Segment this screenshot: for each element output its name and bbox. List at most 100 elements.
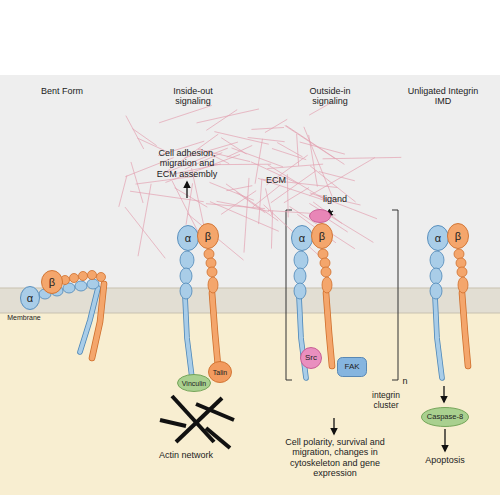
beta-domain <box>208 277 218 293</box>
beta-tail <box>326 293 332 366</box>
ecm-fibre <box>300 142 345 154</box>
beta-domain <box>321 267 331 277</box>
cytoplasm <box>0 312 500 495</box>
ecm-fibre <box>210 202 279 232</box>
alpha-head: α <box>20 286 40 310</box>
beta-head: β <box>311 223 333 249</box>
column-heading: Outside-in signaling <box>300 86 360 107</box>
column-heading: Bent Form <box>22 86 102 96</box>
beta-head: β <box>41 270 63 294</box>
node-text: α <box>177 225 199 251</box>
beta-tail <box>326 293 332 366</box>
node-text: Vinculin <box>177 374 211 392</box>
node-text: ligand <box>323 195 347 204</box>
node-text: FAK <box>337 357 367 377</box>
node-shape <box>338 358 367 377</box>
beta-tail <box>462 293 468 366</box>
ecm-fibre <box>286 125 344 164</box>
alpha-tail <box>185 296 192 378</box>
column-heading: Unligated Integrin IMD <box>402 86 484 107</box>
column-heading: Inside-out signaling <box>163 86 223 107</box>
alpha-domain <box>294 283 306 299</box>
alpha-domain <box>75 281 87 291</box>
ecm-fibre <box>221 138 246 154</box>
alpha-tail <box>185 296 192 378</box>
beta-domain <box>322 277 332 293</box>
bent-integrin-legs <box>39 271 106 359</box>
alpha-domain <box>87 279 99 289</box>
beta-domain <box>458 277 468 293</box>
ecm-fibre <box>265 119 287 132</box>
node-outline <box>309 209 331 223</box>
vinculin-protein: Vinculin <box>177 374 211 392</box>
beta-tail <box>92 284 104 358</box>
beta-domain <box>88 271 97 280</box>
actin-filament <box>206 428 230 448</box>
arrow <box>443 386 444 402</box>
node-shape <box>422 408 469 427</box>
alpha-head: α <box>177 225 199 251</box>
node-shape <box>209 362 232 383</box>
actin-filament <box>172 396 214 442</box>
actin-filament <box>160 420 186 426</box>
ecm-fibre <box>221 191 256 215</box>
node-shape <box>42 271 63 294</box>
arrow <box>444 429 445 451</box>
arrow <box>186 182 187 198</box>
actin-network <box>160 396 234 448</box>
beta-domain <box>206 258 216 268</box>
integrin-legs <box>180 249 218 378</box>
ecm-fibre <box>297 134 299 166</box>
alpha-domain <box>430 251 444 269</box>
ecm-fibre <box>267 164 323 168</box>
node-shape <box>301 348 322 369</box>
cluster-count: n <box>399 376 411 386</box>
outcome-text: Cell adhesion, migration and ECM assembl… <box>152 148 222 179</box>
ecm-fibre <box>317 195 360 205</box>
alpha-head: α <box>427 225 449 251</box>
arrow <box>333 418 334 434</box>
ecm-fibre <box>138 184 151 256</box>
ecm-fibre <box>287 174 289 217</box>
ecm-fibre <box>304 127 332 197</box>
node-shape <box>448 224 469 249</box>
src-kinase: Src <box>300 347 322 369</box>
ecm-fibre <box>125 207 165 258</box>
ecm-fibre <box>251 127 284 129</box>
fak-kinase: FAK <box>337 357 367 377</box>
membrane-band <box>0 288 500 313</box>
part-name: Actin network <box>146 450 226 460</box>
alpha-domain <box>294 251 308 269</box>
beta-tail <box>92 284 104 358</box>
ecm-fibre <box>197 109 259 123</box>
integrin-legs <box>430 249 468 378</box>
ecm-fibre <box>126 116 144 149</box>
cluster-bracket <box>286 210 292 380</box>
beta-head: β <box>447 223 469 249</box>
ecm-fibre <box>255 139 262 184</box>
outcome-text: Apoptosis <box>415 455 475 465</box>
ecm-fibre <box>206 164 271 165</box>
ecm-fibre <box>244 178 249 253</box>
node-shape <box>198 224 219 249</box>
node-shape <box>178 226 199 251</box>
ecm-fibre <box>214 132 268 145</box>
ecm-fibre <box>210 182 254 200</box>
ecm-fibre <box>175 188 208 207</box>
alpha-tail <box>435 296 442 378</box>
node-text: α <box>20 286 40 310</box>
node-text: Talin <box>208 361 232 383</box>
region-name: Membrane <box>2 314 46 322</box>
beta-tail <box>212 293 218 366</box>
beta-domain <box>97 273 106 282</box>
node-shape <box>310 210 331 223</box>
node-text: α <box>291 225 313 251</box>
caspase-protein: Caspase-8 <box>421 407 469 427</box>
node-text: α <box>427 225 449 251</box>
ligand-molecule: ligand <box>309 209 331 223</box>
beta-domain <box>318 249 328 259</box>
ecm-fibre <box>309 135 318 187</box>
beta-domain <box>456 258 466 268</box>
